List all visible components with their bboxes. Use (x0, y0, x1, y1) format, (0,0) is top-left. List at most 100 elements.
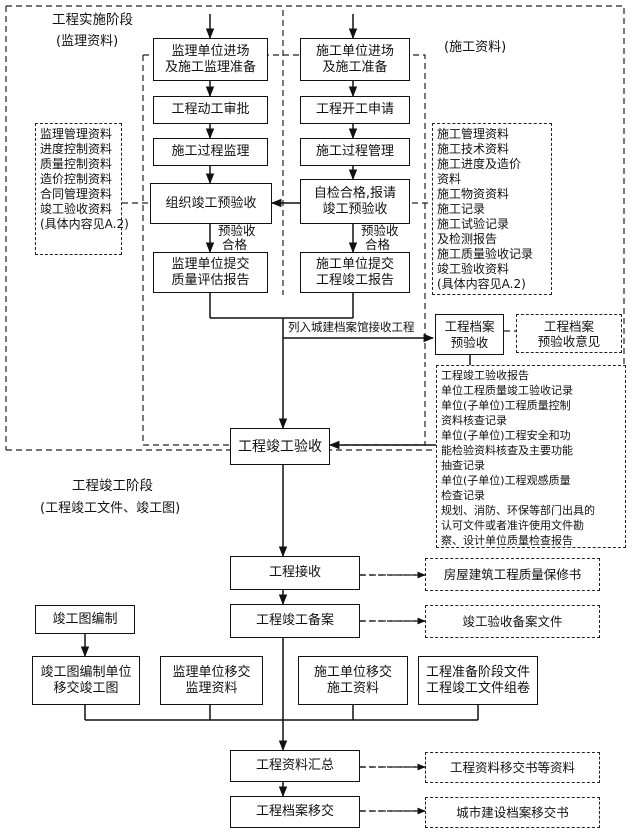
summary-label: 工程资料汇总 (255, 758, 334, 773)
supervision-process-box: 施工过程监理 (153, 138, 268, 166)
summary-docs-box: 工程资料移交书等资料 (425, 752, 600, 783)
construction-entry-line2: 及施工准备 (322, 59, 388, 75)
start-review-box: 工程动工审批 (153, 96, 268, 124)
archive-transfer-box: 工程档案移交 (230, 796, 360, 828)
acceptance-doc-item: 工程竣工验收报告 (441, 369, 529, 382)
construction-record-item: (具体内容见A.2) (437, 277, 526, 291)
construction-record-item: 及检测报告 (437, 232, 498, 246)
implementation-phase-title: 工程实施阶段 (52, 12, 133, 28)
construction-record-item: 施工试验记录 (437, 217, 510, 231)
supervision-entry-line2: 及施工监理准备 (164, 59, 256, 75)
summary-docs-label: 工程资料移交书等资料 (449, 760, 575, 775)
acceptance-doc-item: 认可文件或者准许使用文件勘 (441, 519, 584, 532)
supervision-transfer-line1: 监理单位移交 (172, 664, 251, 680)
construction-report-line2: 工程竣工报告 (315, 272, 394, 288)
final-acceptance-box: 工程竣工验收 (230, 428, 330, 465)
construction-entry-box: 施工单位进场 及施工准备 (300, 38, 410, 81)
warranty-box: 房屋建筑工程质量保修书 (425, 558, 600, 591)
acceptance-doc-item: 规划、消防、环保等部门出具的 (441, 504, 595, 517)
acceptance-doc-item: 检查记录 (441, 489, 485, 502)
construction-record-item: 竣工验收资料 (437, 262, 510, 276)
prep-files-line2: 工程竣工文件组卷 (425, 680, 530, 696)
supervision-process-label: 施工过程监理 (171, 144, 250, 159)
construction-report-line1: 施工单位提交 (315, 256, 394, 272)
self-check-line1: 自检合格,报请 (313, 185, 397, 201)
start-review-label: 工程动工审批 (171, 102, 250, 117)
acceptance-doc-item: 单位(子单位)工程安全和功 (441, 429, 571, 442)
supervision-report-line2: 质量评估报告 (171, 272, 250, 288)
self-check-line2: 竣工预验收 (322, 201, 388, 217)
pre-accept-pass-left-2: 合格 (222, 237, 248, 252)
pre-acceptance-label: 组织竣工预验收 (165, 195, 257, 211)
archive-transfer-label: 工程档案移交 (255, 804, 334, 819)
construction-record-item: 施工质量验收记录 (437, 247, 534, 261)
supervision-record-item: 进度控制资料 (40, 142, 113, 156)
archives-pre-acceptance-box: 工程档案 预验收 (435, 314, 504, 355)
construction-record-item: 施工物资资料 (437, 187, 510, 201)
supervision-entry-line1: 监理单位进场 (171, 43, 250, 59)
construction-record-item: 施工记录 (437, 202, 486, 216)
construction-record-item: 资料 (437, 172, 462, 186)
construction-process-box: 施工过程管理 (300, 138, 410, 166)
acceptance-doc-item: 察、设计单位质量检查报告 (441, 534, 573, 547)
supervision-record-item: 质量控制资料 (40, 157, 113, 171)
construction-process-label: 施工过程管理 (315, 144, 394, 159)
summary-box: 工程资料汇总 (230, 750, 360, 782)
acceptance-doc-item: 资料核查记录 (441, 414, 507, 427)
record-filing-label: 工程竣工备案 (255, 613, 334, 628)
drawing-compile-label: 竣工图编制 (52, 611, 118, 627)
pre-acceptance-box: 组织竣工预验收 (150, 183, 272, 224)
pre-accept-pass-right-2: 合格 (365, 237, 391, 252)
archives-opinion-line2: 预验收意见 (537, 333, 601, 349)
filing-docs-label: 竣工验收备案文件 (462, 614, 563, 629)
handover-label: 工程接收 (268, 565, 321, 580)
drawings-transfer-box: 竣工图编制单位 移交竣工图 (32, 656, 140, 705)
final-acceptance-label: 工程竣工验收 (238, 438, 322, 455)
supervision-transfer-box: 监理单位移交 监理资料 (160, 656, 263, 705)
construction-record-item: 施工管理资料 (437, 127, 510, 141)
drawings-transfer-line1: 竣工图编制单位 (40, 664, 132, 680)
supervision-record-item: 造价控制资料 (40, 172, 113, 186)
start-apply-label: 工程开工申请 (315, 102, 394, 117)
self-check-box: 自检合格,报请 竣工预验收 (300, 179, 410, 224)
supervision-transfer-line2: 监理资料 (185, 680, 238, 696)
supervision-report-box: 监理单位提交 质量评估报告 (153, 252, 268, 293)
filing-docs-box: 竣工验收备案文件 (425, 605, 600, 638)
supervision-records-box: 监理管理资料 进度控制资料 质量控制资料 造价控制资料 合同管理资料 竣工验收资… (35, 123, 129, 255)
implementation-phase-subtitle: (监理资料) (56, 34, 119, 49)
construction-data-label: (施工资料) (444, 40, 507, 55)
pre-accept-pass-left-1: 预验收 (218, 223, 256, 238)
archives-label: 列入城建档案馆接收工程 (288, 320, 415, 334)
construction-report-box: 施工单位提交 工程竣工报告 (300, 252, 410, 293)
prep-files-box: 工程准备阶段文件 工程竣工文件组卷 (418, 656, 538, 705)
archives-box-line1: 工程档案 (444, 318, 495, 334)
city-transfer-label: 城市建设档案移交书 (456, 805, 569, 820)
supervision-entry-box: 监理单位进场 及施工监理准备 (153, 38, 268, 81)
acceptance-doc-item: 单位(子单位)工程观感质量 (441, 474, 571, 487)
construction-records-box: 施工管理资料 施工技术资料 施工进度及造价 资料 施工物资资料 施工记录 施工试… (432, 123, 552, 295)
construction-entry-line1: 施工单位进场 (315, 43, 394, 59)
acceptance-doc-item: 单位(子单位)工程质量控制 (441, 399, 571, 412)
pre-accept-pass-right-1: 预验收 (361, 223, 399, 238)
completion-phase-title: 工程竣工阶段 (72, 478, 153, 494)
supervision-report-line1: 监理单位提交 (171, 256, 250, 272)
construction-record-item: 施工技术资料 (437, 142, 510, 156)
archives-opinion-box: 工程档案 预验收意见 (516, 314, 622, 353)
acceptance-doc-item: 抽查记录 (441, 459, 485, 472)
handover-box: 工程接收 (230, 556, 360, 590)
completion-phase-subtitle: (工程竣工文件、竣工图) (40, 501, 181, 516)
acceptance-docs-box: 工程竣工验收报告 单位工程质量竣工验收记录 单位(子单位)工程质量控制 资料核查… (436, 365, 626, 548)
construction-transfer-line2: 施工资料 (326, 680, 379, 696)
construction-transfer-line1: 施工单位移交 (313, 664, 392, 680)
start-apply-box: 工程开工申请 (300, 96, 410, 124)
warranty-label: 房屋建筑工程质量保修书 (443, 567, 582, 582)
record-filing-box: 工程竣工备案 (230, 604, 360, 638)
drawing-compile-box: 竣工图编制 (35, 605, 135, 634)
archives-opinion-line1: 工程档案 (543, 318, 594, 334)
supervision-record-item: 合同管理资料 (40, 187, 113, 201)
supervision-record-item: 监理管理资料 (40, 127, 113, 141)
supervision-record-item: (具体内容见A.2) (40, 217, 129, 231)
drawings-transfer-line2: 移交竣工图 (53, 680, 119, 696)
city-transfer-box: 城市建设档案移交书 (425, 797, 600, 828)
construction-record-item: 施工进度及造价 (437, 157, 522, 171)
